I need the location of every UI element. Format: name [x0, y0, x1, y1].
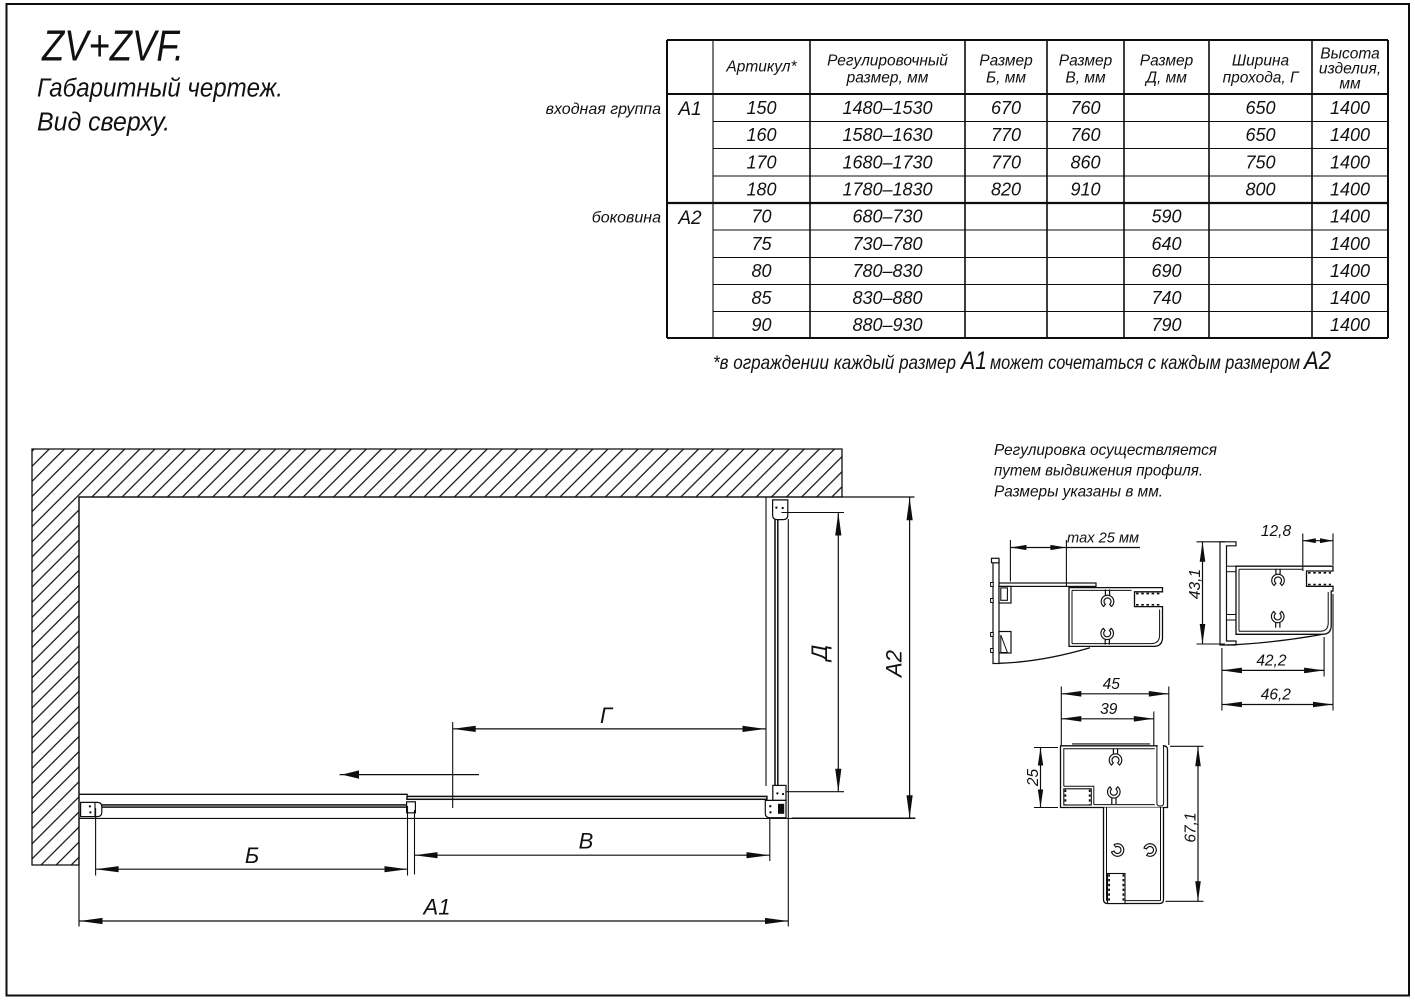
svg-text:1400: 1400	[1330, 288, 1370, 308]
svg-text:1400: 1400	[1330, 234, 1370, 254]
svg-text:39: 39	[1100, 701, 1118, 718]
svg-text:90: 90	[751, 315, 771, 335]
svg-text:Размеры указаны в мм.: Размеры указаны в мм.	[994, 483, 1163, 500]
svg-text:А1: А1	[422, 895, 451, 920]
svg-text:650: 650	[1245, 125, 1275, 145]
svg-text:Артикул*: Артикул*	[725, 59, 797, 76]
svg-text:Ширина: Ширина	[1232, 53, 1290, 70]
svg-text:прохода, Г: прохода, Г	[1223, 70, 1300, 87]
svg-text:Размер: Размер	[1140, 53, 1194, 70]
svg-text:Д: Д	[807, 645, 832, 664]
svg-text:75: 75	[751, 234, 772, 254]
svg-text:80: 80	[751, 261, 771, 281]
svg-text:67,1: 67,1	[1183, 812, 1200, 842]
svg-text:Габаритный чертеж.: Габаритный чертеж.	[37, 75, 283, 103]
svg-text:1680–1730: 1680–1730	[842, 152, 932, 172]
svg-text:размер, мм: размер, мм	[846, 70, 929, 87]
svg-text:мм: мм	[1339, 76, 1361, 93]
svg-text:Размер: Размер	[1059, 53, 1113, 70]
svg-text:Регулировочный: Регулировочный	[827, 53, 948, 70]
svg-text:Вид сверху.: Вид сверху.	[37, 109, 170, 137]
svg-text:1400: 1400	[1330, 315, 1370, 335]
svg-text:Б: Б	[245, 843, 259, 868]
svg-text:640: 640	[1151, 234, 1181, 254]
svg-text:770: 770	[991, 125, 1021, 145]
svg-text:Г: Г	[600, 703, 614, 728]
svg-text:910: 910	[1070, 180, 1100, 200]
svg-text:690: 690	[1151, 261, 1181, 281]
svg-text:730–780: 730–780	[852, 234, 922, 254]
svg-text:760: 760	[1070, 98, 1100, 118]
svg-text:входная группа: входная группа	[546, 101, 661, 118]
svg-text:800: 800	[1245, 180, 1275, 200]
svg-text:А1: А1	[677, 99, 701, 120]
svg-text:160: 160	[746, 125, 776, 145]
svg-text:85: 85	[751, 288, 772, 308]
svg-text:650: 650	[1245, 98, 1275, 118]
svg-text:1780–1830: 1780–1830	[842, 180, 932, 200]
svg-text:путем выдвижения профиля.: путем выдвижения профиля.	[994, 463, 1203, 480]
svg-text:*в ограждении каждый размер: *в ограждении каждый размер	[713, 352, 956, 374]
svg-text:А2: А2	[882, 650, 907, 679]
svg-text:1400: 1400	[1330, 261, 1370, 281]
svg-text:25: 25	[1025, 769, 1042, 788]
svg-text:А2: А2	[677, 208, 702, 229]
svg-text:180: 180	[746, 180, 776, 200]
svg-text:760: 760	[1070, 125, 1100, 145]
svg-text:1580–1630: 1580–1630	[842, 125, 932, 145]
svg-text:860: 860	[1070, 152, 1100, 172]
svg-text:изделия,: изделия,	[1319, 61, 1381, 78]
svg-text:1400: 1400	[1330, 180, 1370, 200]
svg-text:А1: А1	[959, 347, 987, 375]
svg-text:750: 750	[1245, 152, 1275, 172]
svg-text:770: 770	[991, 152, 1021, 172]
svg-text:170: 170	[746, 152, 776, 172]
svg-text:может сочетаться с каждым разм: может сочетаться с каждым размером	[990, 352, 1300, 374]
svg-text:880–930: 880–930	[852, 315, 922, 335]
svg-text:46,2: 46,2	[1261, 687, 1292, 704]
svg-text:max 25 мм: max 25 мм	[1067, 531, 1139, 547]
svg-text:680–730: 680–730	[852, 207, 922, 227]
svg-text:боковина: боковина	[592, 210, 661, 227]
svg-text:150: 150	[746, 98, 776, 118]
svg-text:А2: А2	[1302, 347, 1331, 375]
svg-text:70: 70	[751, 207, 771, 227]
svg-text:780–830: 780–830	[852, 261, 922, 281]
svg-text:Размер: Размер	[979, 53, 1033, 70]
svg-text:740: 740	[1151, 288, 1181, 308]
svg-text:1400: 1400	[1330, 125, 1370, 145]
svg-text:43,1: 43,1	[1187, 569, 1204, 599]
svg-text:Регулировка осуществляется: Регулировка осуществляется	[994, 442, 1217, 459]
svg-text:1400: 1400	[1330, 207, 1370, 227]
svg-text:Д, мм: Д, мм	[1144, 70, 1187, 87]
svg-text:45: 45	[1103, 676, 1121, 693]
svg-text:1480–1530: 1480–1530	[842, 98, 932, 118]
svg-text:830–880: 830–880	[852, 288, 922, 308]
svg-text:Высота: Высота	[1320, 46, 1380, 63]
svg-text:590: 590	[1151, 207, 1181, 227]
svg-text:790: 790	[1151, 315, 1181, 335]
svg-text:820: 820	[991, 180, 1021, 200]
svg-text:В: В	[579, 829, 594, 854]
svg-text:В, мм: В, мм	[1065, 70, 1106, 87]
svg-text:42,2: 42,2	[1256, 652, 1287, 669]
svg-text:Б, мм: Б, мм	[986, 70, 1026, 87]
svg-text:ZV+ZVF.: ZV+ZVF.	[41, 23, 184, 71]
svg-text:12,8: 12,8	[1261, 523, 1292, 540]
svg-text:1400: 1400	[1330, 152, 1370, 172]
svg-text:670: 670	[991, 98, 1021, 118]
svg-text:1400: 1400	[1330, 98, 1370, 118]
